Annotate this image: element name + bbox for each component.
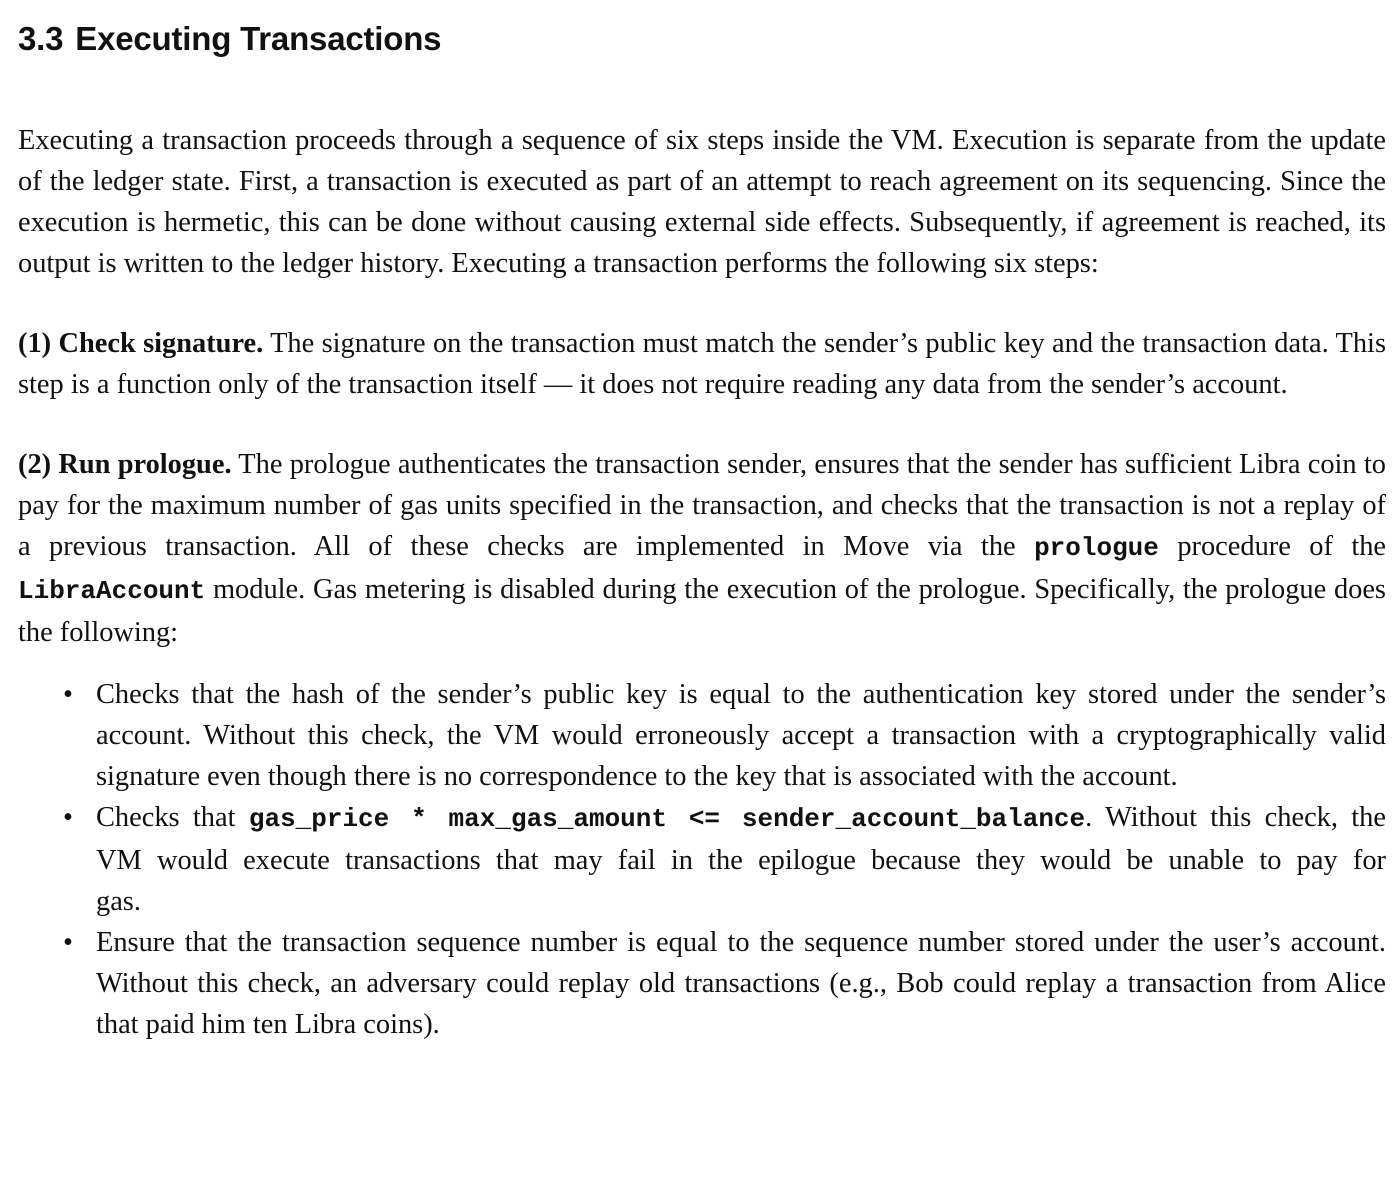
- list-item: • Ensure that the transaction sequence nu…: [18, 922, 1386, 1045]
- section-number: 3.3: [18, 20, 64, 57]
- list-item: • Checks that gas_price * max_gas_amount …: [18, 797, 1386, 922]
- list-item-text-continued: . Without this check, the VM would execu…: [96, 802, 1386, 917]
- gas-check-code: gas_price * max_gas_amount <= sender_acc…: [248, 804, 1086, 834]
- step-run-prologue-title: (2) Run prologue.: [18, 449, 232, 480]
- step-check-signature: (1) Check signature. The signature on th…: [18, 323, 1386, 405]
- step-run-prologue: (2) Run prologue. The prologue authentic…: [18, 444, 1386, 653]
- step-check-signature-title: (1) Check signature.: [18, 328, 264, 359]
- list-item-text: Checks that the hash of the sender’s pub…: [96, 679, 1386, 792]
- list-item-text: Ensure that the transaction sequence num…: [96, 927, 1386, 1040]
- step-run-prologue-body-1: The prologue authenticates the transacti…: [18, 449, 1386, 562]
- bullet-icon: •: [63, 927, 73, 958]
- section-heading: 3.3 Executing Transactions: [18, 16, 1386, 62]
- bullet-icon: •: [63, 802, 73, 833]
- step-run-prologue-body-3: module. Gas metering is disabled during …: [18, 574, 1386, 648]
- list-item: • Checks that the hash of the sender’s pu…: [18, 674, 1386, 797]
- intro-paragraph: Executing a transaction proceeds through…: [18, 125, 1386, 279]
- bullet-icon: •: [63, 679, 73, 710]
- document-page: 3.3 Executing Transactions Executing a tr…: [18, 16, 1386, 1045]
- list-item-text: Checks that: [96, 802, 236, 833]
- step-run-prologue-body-2: procedure of the: [1177, 531, 1387, 562]
- prologue-code: prologue: [1034, 533, 1159, 563]
- libra-account-code: LibraAccount: [18, 576, 206, 606]
- section-title: Executing Transactions: [75, 20, 442, 57]
- prologue-checks-list: • Checks that the hash of the sender’s pu…: [18, 674, 1386, 1045]
- step-check-signature-body: The signature on the transaction must ma…: [18, 328, 1386, 400]
